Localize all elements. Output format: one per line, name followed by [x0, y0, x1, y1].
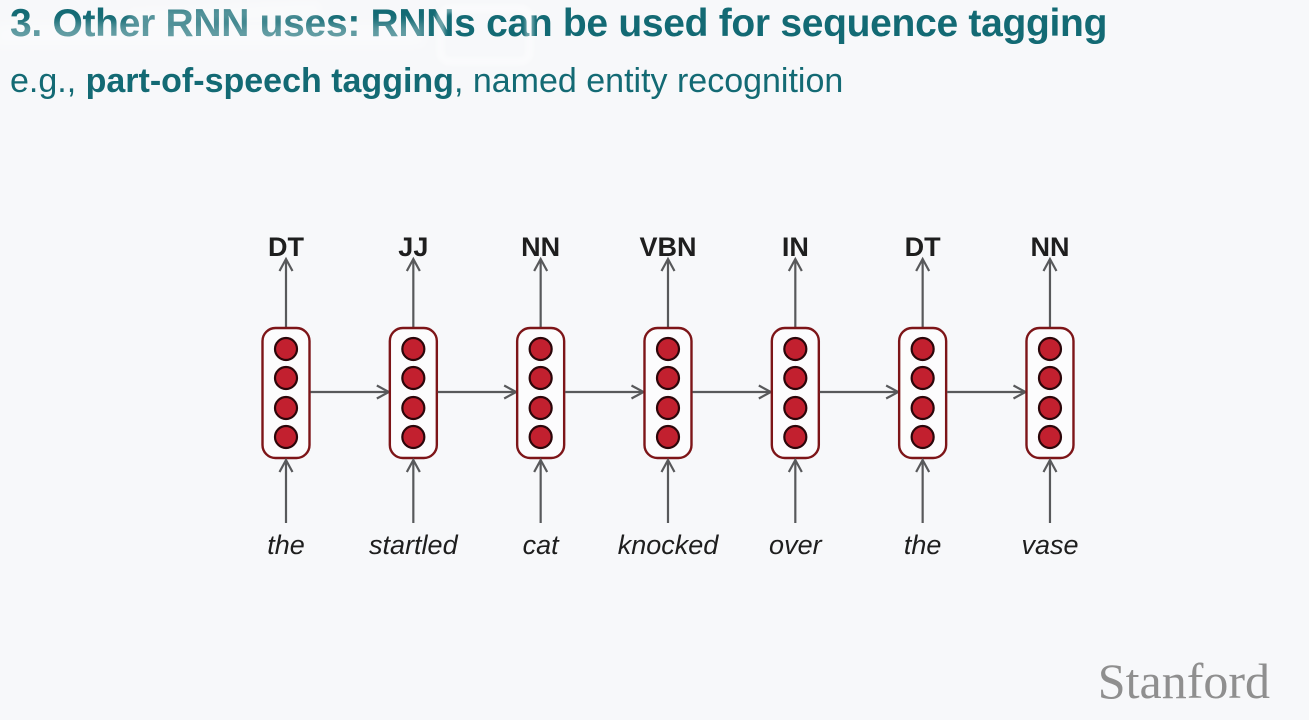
hidden-unit-dot: [655, 365, 681, 391]
input-word-label: the: [267, 530, 305, 560]
hidden-unit-dot: [1037, 395, 1063, 421]
input-word-label: cat: [523, 530, 561, 560]
output-arrowhead-icon: [278, 256, 294, 272]
hidden-unit-dot: [401, 336, 426, 362]
stanford-wordmark: Stanford: [1097, 653, 1270, 709]
hidden-unit-dot: [528, 395, 553, 421]
input-word-label: over: [769, 530, 823, 560]
output-arrowhead-icon: [915, 256, 931, 272]
subtitle-prefix: e.g.,: [10, 62, 86, 100]
output-arrowhead-icon: [787, 256, 803, 272]
subtitle-bold-term: part-of-speech tagging: [85, 62, 454, 100]
input-word-label: startled: [369, 530, 459, 560]
hidden-unit-dot: [1037, 424, 1063, 450]
output-arrowhead-icon: [405, 256, 421, 272]
output-arrowhead-icon: [533, 256, 549, 272]
hidden-unit-dot: [528, 336, 553, 362]
input-arrowhead-icon: [533, 457, 549, 473]
input-arrowhead-icon: [405, 457, 421, 473]
hidden-unit-dot: [655, 424, 681, 450]
hidden-unit-dot: [273, 395, 299, 421]
hidden-unit-dot: [655, 395, 681, 421]
hidden-unit-dot: [401, 395, 426, 421]
hidden-unit-dot: [528, 365, 553, 391]
input-arrowhead-icon: [1042, 457, 1058, 473]
input-arrowhead-icon: [660, 457, 676, 473]
hidden-unit-dot: [783, 365, 808, 391]
input-word-label: knocked: [618, 530, 720, 560]
hidden-unit-dot: [1037, 365, 1063, 391]
hidden-unit-dot: [783, 395, 808, 421]
hidden-unit-dot: [783, 336, 808, 362]
subtitle-suffix: , named entity recognition: [453, 62, 844, 100]
hidden-unit-dot: [910, 365, 935, 391]
hidden-unit-dot: [401, 424, 426, 450]
input-arrowhead-icon: [915, 457, 931, 473]
hidden-unit-dot: [273, 336, 299, 362]
hidden-unit-dot: [910, 395, 935, 421]
hidden-unit-dot: [273, 424, 299, 450]
hidden-unit-dot: [528, 424, 553, 450]
hidden-unit-dot: [655, 336, 681, 362]
hidden-unit-dot: [401, 365, 426, 391]
pos-tag-label: DT: [268, 232, 304, 262]
output-arrowhead-icon: [660, 256, 676, 272]
hidden-unit-dot: [910, 424, 935, 450]
input-word-label: vase: [1021, 530, 1078, 560]
hidden-unit-dot: [1037, 336, 1063, 362]
pos-tag-label: DT: [905, 232, 941, 262]
slide-subtitle: e.g., part-of-speech tagging, named enti…: [10, 62, 843, 101]
hidden-unit-dot: [783, 424, 808, 450]
hidden-unit-dot: [910, 336, 935, 362]
input-word-label: the: [904, 530, 942, 560]
hidden-unit-dot: [273, 365, 299, 391]
input-arrowhead-icon: [787, 457, 803, 473]
input-arrowhead-icon: [278, 457, 294, 473]
slide-title: 3. Other RNN uses: RNNs can be used for …: [10, 2, 1108, 45]
output-arrowhead-icon: [1042, 256, 1058, 272]
